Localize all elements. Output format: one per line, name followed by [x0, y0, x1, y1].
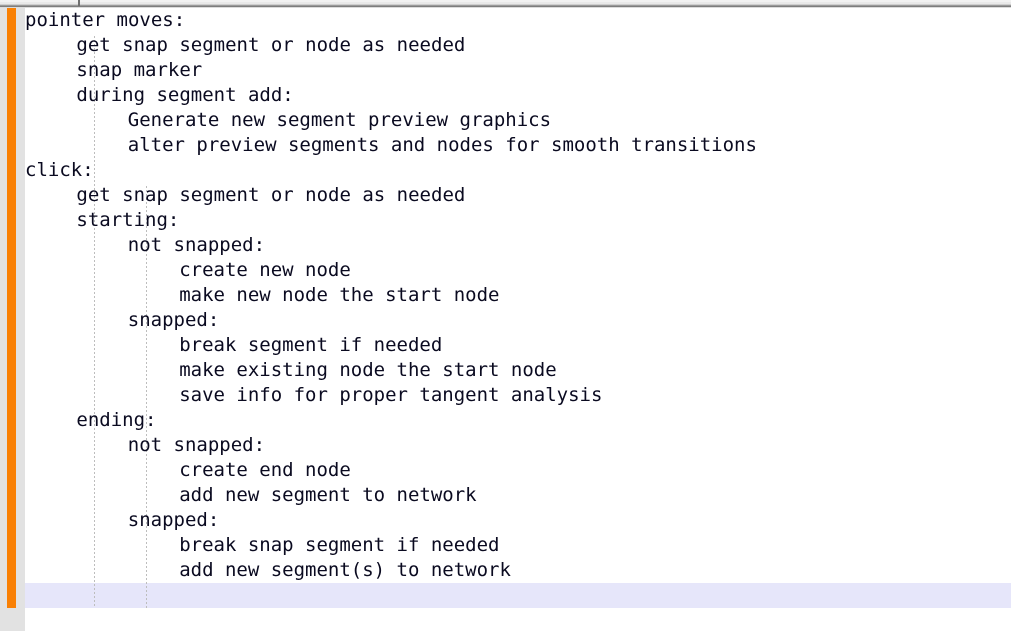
- change-indicator-bar[interactable]: [7, 8, 16, 608]
- code-editor-pane[interactable]: pointer moves: get snap segment or node a…: [0, 8, 1011, 631]
- code-line[interactable]: during segment add:: [76, 84, 294, 106]
- code-line[interactable]: pointer moves:: [25, 9, 186, 31]
- code-line[interactable]: create new node: [179, 259, 351, 281]
- code-line[interactable]: break segment if needed: [179, 334, 443, 356]
- tab-divider: [78, 0, 80, 6]
- code-line[interactable]: starting:: [76, 209, 180, 231]
- code-line[interactable]: ending:: [76, 409, 157, 431]
- code-line[interactable]: save info for proper tangent analysis: [179, 384, 603, 406]
- code-line[interactable]: make new node the start node: [179, 284, 500, 306]
- code-line[interactable]: break snap segment if needed: [179, 534, 500, 556]
- code-text-surface[interactable]: pointer moves: get snap segment or node a…: [25, 8, 1011, 631]
- code-line[interactable]: add new segment(s) to network: [179, 559, 511, 581]
- code-line[interactable]: create end node: [179, 459, 351, 481]
- code-line[interactable]: [25, 583, 1011, 608]
- code-line[interactable]: snapped:: [127, 309, 220, 331]
- code-line[interactable]: Generate new segment preview graphics: [127, 109, 552, 131]
- code-line[interactable]: snapped:: [127, 509, 220, 531]
- code-line[interactable]: click:: [25, 159, 94, 181]
- code-line[interactable]: not snapped:: [127, 234, 266, 256]
- editor-gutter[interactable]: [0, 8, 25, 631]
- current-line-highlight: [25, 583, 1011, 608]
- code-line[interactable]: not snapped:: [127, 434, 266, 456]
- window-tab-strip-edge: [0, 0, 1011, 8]
- code-line[interactable]: get snap segment or node as needed: [76, 184, 466, 206]
- code-line[interactable]: alter preview segments and nodes for smo…: [127, 134, 757, 156]
- code-line[interactable]: add new segment to network: [179, 484, 477, 506]
- indent-guide-level-1: [94, 36, 95, 608]
- code-line[interactable]: make existing node the start node: [179, 359, 557, 381]
- code-line-list[interactable]: pointer moves: get snap segment or node a…: [25, 8, 1011, 608]
- indent-guide-level-2: [146, 186, 147, 608]
- code-line[interactable]: get snap segment or node as needed: [76, 34, 466, 56]
- code-line[interactable]: snap marker: [76, 59, 203, 81]
